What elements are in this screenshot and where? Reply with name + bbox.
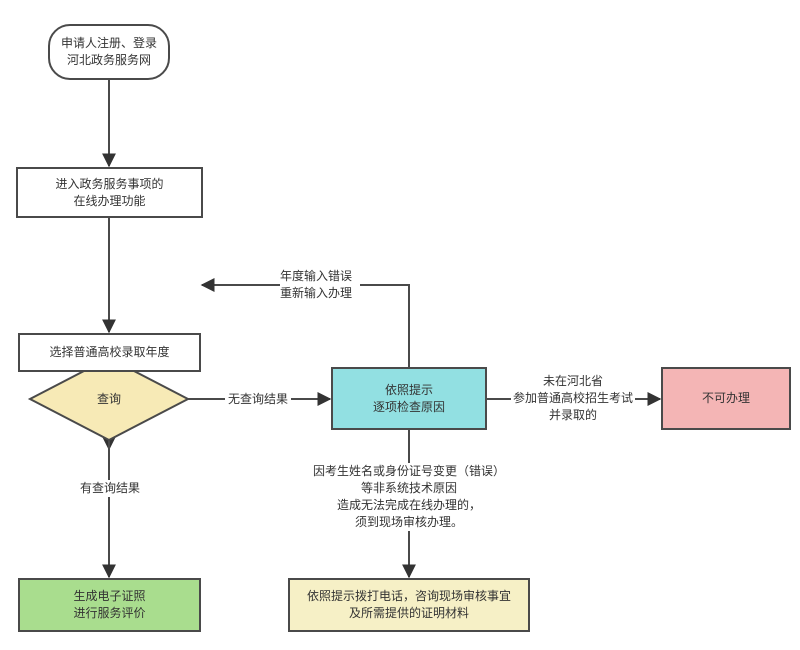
select-year-node[interactable]: 选择普通高校录取年度 — [18, 333, 201, 372]
name-id-change-line-4: 须到现场审核办理。 — [354, 515, 463, 529]
enter-service-line-1: 进入政务服务事项的 — [55, 176, 164, 191]
check-reason-line-2: 逐项检查原因 — [372, 399, 445, 414]
has-result-line-1: 有查询结果 — [79, 481, 140, 495]
not-in-hebei-line-2: 参加普通高校招生考试 — [512, 391, 633, 405]
query-line-1: 查询 — [96, 392, 121, 406]
check-reason-line-1: 依照提示 — [384, 382, 433, 397]
start-node-line-2: 河北政务服务网 — [66, 53, 151, 67]
edge-label-no-result: 无查询结果 — [225, 391, 291, 408]
name-id-change-line-3: 造成无法完成在线办理的， — [336, 498, 481, 512]
not-available-line-1: 不可办理 — [701, 391, 750, 405]
start-node-line-1: 申请人注册、登录 — [60, 36, 157, 50]
edge-check-reason-to-select-year — [200, 278, 410, 367]
start-node[interactable]: 申请人注册、登录 河北政务服务网 — [48, 24, 170, 80]
edge-label-name-id-change: 因考生姓名或身份证号变更（错误） 等非系统技术原因 造成无法完成在线办理的， 须… — [309, 463, 509, 531]
edge-label-has-result: 有查询结果 — [78, 480, 142, 497]
query-node-label: 查询 — [79, 391, 139, 408]
name-id-change-line-1: 因考生姓名或身份证号变更（错误） — [312, 464, 505, 478]
generate-cert-line-2: 进行服务评价 — [73, 606, 146, 620]
edge-label-year-error: 年度输入错误 重新输入办理 — [280, 268, 360, 302]
select-year-line-1: 选择普通高校录取年度 — [49, 345, 170, 359]
call-phone-node[interactable]: 依照提示拨打电话，咨询现场审核事宜 及所需提供的证明材料 — [288, 578, 530, 632]
not-in-hebei-line-1: 未在河北省 — [542, 374, 603, 388]
enter-service-line-2: 在线办理功能 — [73, 193, 146, 208]
query-diamond-shape[interactable] — [27, 356, 191, 442]
edge-label-not-in-hebei: 未在河北省 参加普通高校招生考试 并录取的 — [511, 373, 635, 424]
name-id-change-line-2: 等非系统技术原因 — [360, 481, 457, 495]
not-in-hebei-line-3: 并录取的 — [548, 408, 597, 422]
year-error-line-2: 重新输入办理 — [280, 286, 353, 300]
not-available-node[interactable]: 不可办理 — [661, 367, 791, 430]
call-phone-line-1: 依照提示拨打电话，咨询现场审核事宜 — [306, 589, 511, 603]
enter-service-node[interactable]: 进入政务服务事项的 在线办理功能 — [16, 167, 203, 218]
no-result-line-1: 无查询结果 — [227, 392, 288, 406]
generate-cert-node[interactable]: 生成电子证照 进行服务评价 — [18, 578, 201, 632]
year-error-line-1: 年度输入错误 — [280, 269, 353, 283]
call-phone-line-2: 及所需提供的证明材料 — [348, 606, 469, 620]
check-reason-node[interactable]: 依照提示 逐项检查原因 — [331, 367, 487, 430]
generate-cert-line-1: 生成电子证照 — [73, 589, 146, 603]
